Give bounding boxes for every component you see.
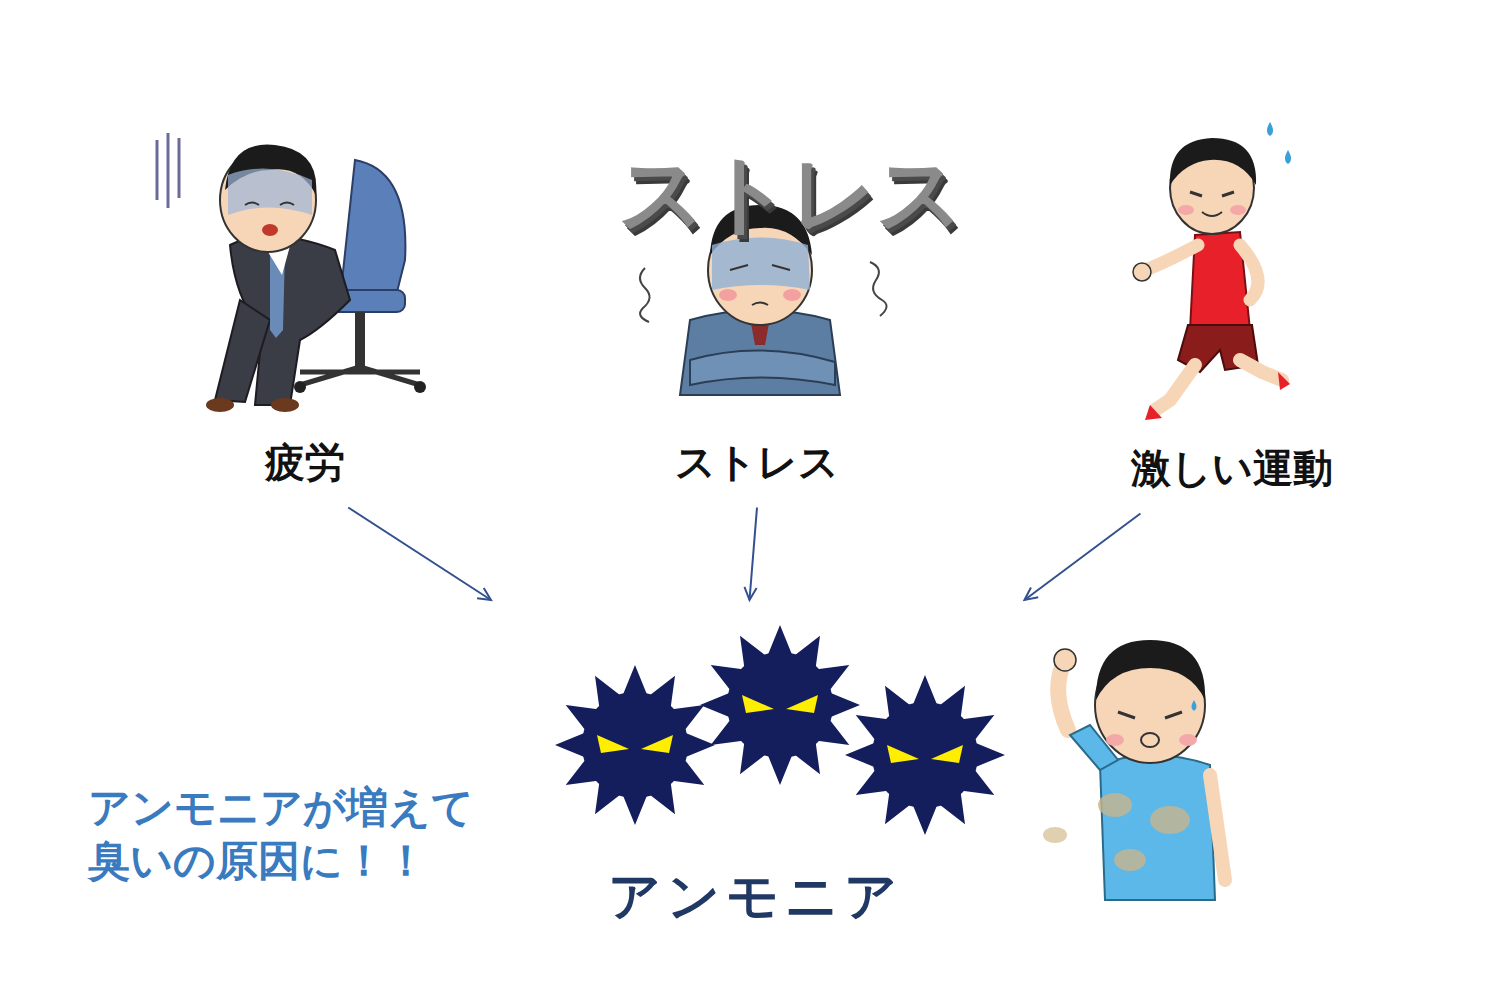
arrow-connector [1025,514,1141,601]
arrow-connector [348,508,491,601]
node-text: アンモニア [480,862,1030,932]
node-text: 疲労 [265,435,345,490]
stress-3d-text: ストレス [618,140,962,248]
ammonia-group: アンモニア [480,600,1030,940]
cause-label: 激しい運動 [1123,437,1341,500]
arrow-connector [744,508,757,601]
germ-figures [480,600,1030,860]
runner [1133,122,1291,420]
cause-label: ストレス [667,431,847,494]
callout-note: アンモニアが増えて 臭いの原因に！！ [88,782,483,887]
cause-label: 疲労 [257,431,353,494]
node-text: ストレス [675,435,839,490]
sweaty-boy [1043,640,1225,900]
tired-man [157,133,426,412]
node-text: 激しい運動 [1131,441,1333,496]
